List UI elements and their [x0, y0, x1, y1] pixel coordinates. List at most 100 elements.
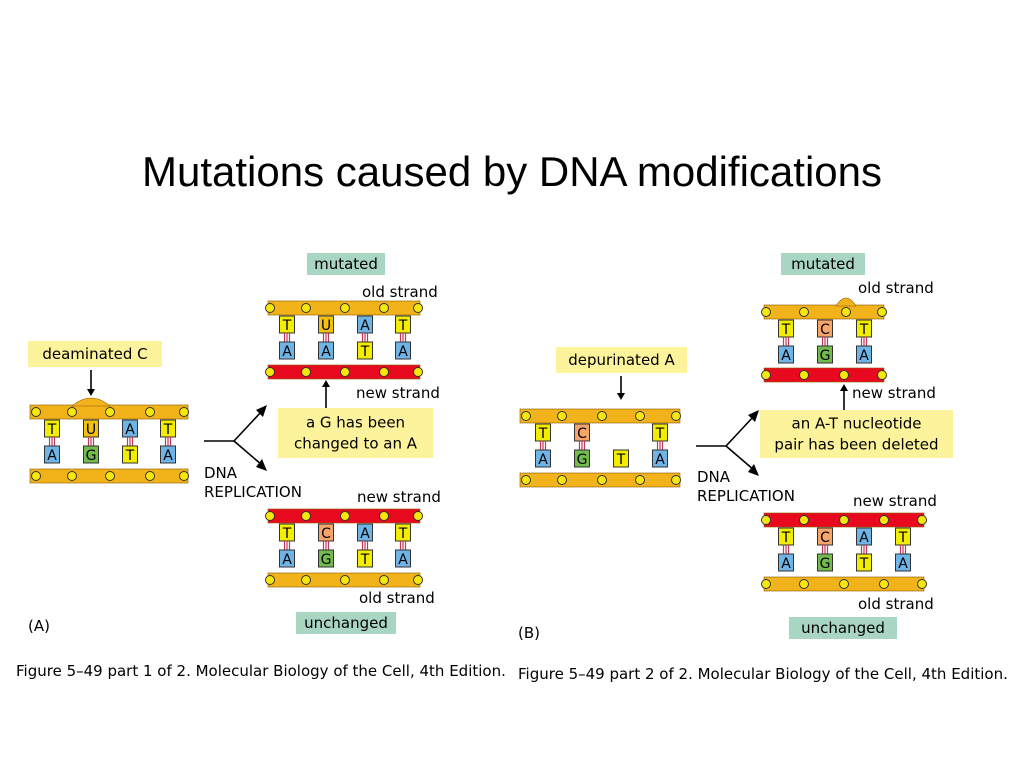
- panel-b-mutated-tag-text: mutated: [791, 255, 855, 273]
- panel-a-mutated-pair-top-letter: U: [321, 318, 331, 334]
- panel-a-unchanged-pair-bottom-base: [279, 549, 295, 568]
- panel-b-original-pair-bottom-letter: T: [616, 452, 626, 468]
- phosphate-node: [521, 411, 531, 421]
- panel-b-original-pair-bottom-letter: G: [577, 452, 588, 468]
- phosphate-node: [877, 370, 887, 380]
- panel-b-original-pair-bottom-base: [613, 449, 629, 468]
- phosphate-node: [839, 370, 849, 380]
- phosphate-node: [67, 407, 77, 417]
- phosphate-node: [839, 515, 849, 525]
- panel-a-original-pair-bottom-letter: A: [163, 448, 173, 464]
- panel-b-original-pair-bottom-base: [574, 449, 590, 468]
- panel-a-original-pair-bottom-base: [44, 445, 60, 464]
- phosphate-node: [879, 515, 889, 525]
- phosphate-node: [841, 307, 851, 317]
- phosphate-node: [265, 575, 275, 585]
- panel-b-unchanged-tag-text: unchanged: [801, 619, 885, 637]
- panel-b-unchanged-pair-bottom-letter: T: [859, 556, 869, 572]
- panel-a-mutated-pair-top-letter: T: [398, 318, 408, 334]
- panel-a-unchanged-pair-bottom-base: [357, 549, 373, 568]
- panel-b-fork-lower: [725, 445, 755, 471]
- panel-a-mutated-pair-bottom-letter: A: [321, 344, 331, 360]
- panel-a-unchanged-pair-top-letter: T: [398, 526, 408, 542]
- panel-a-unchanged-tag-box: [296, 612, 396, 634]
- panel-b-letter: (B): [518, 624, 540, 642]
- phosphate-node: [379, 511, 389, 521]
- panel-b-mutated-pair-bottom-base: [856, 345, 872, 364]
- panel-b-unchanged-pair-bottom-letter: G: [820, 556, 831, 572]
- panel-b-original-pair-bottom-base: [535, 449, 551, 468]
- panel-b-unchanged-pair-bottom-base: [817, 553, 833, 572]
- panel-b-mutated-tag-box: [781, 253, 865, 275]
- panel-a-original-pair-top-letter: U: [86, 422, 96, 438]
- panel-a-unchanged-pair-bottom-base: [395, 549, 411, 568]
- panel-a-new-strand-label: new strand: [356, 384, 440, 402]
- phosphate-node: [179, 471, 189, 481]
- panel-a-replication-label: REPLICATION: [204, 483, 302, 501]
- callout-deaminated-c-text: deaminated C: [42, 345, 147, 363]
- phosphate-node: [799, 515, 809, 525]
- panel-b-mutated-pair-bottom-letter: A: [781, 348, 791, 364]
- panel-a-mutated-pair-bottom-letter: A: [398, 344, 408, 360]
- panel-a-original-top-strand-bulge: [71, 397, 111, 407]
- panel-b-original-pair-bottom-base: [652, 449, 668, 468]
- panel-b-mutated-pair-top-letter: C: [820, 322, 830, 338]
- panel-a-old-strand-label: old strand: [362, 283, 438, 301]
- phosphate-node: [879, 579, 889, 589]
- phosphate-node: [413, 303, 423, 313]
- phosphate-node: [413, 367, 423, 377]
- panel-a-dna-label: DNA: [204, 464, 238, 482]
- panel-a-unchanged-pair-bottom-letter: A: [282, 552, 292, 568]
- panel-b-note-arrow-head: [840, 384, 848, 391]
- panel-b-unchanged-pair-bottom-letter: A: [898, 556, 908, 572]
- panel-a-fork-lower: [233, 440, 263, 466]
- callout-depurinated-a-box: [556, 347, 687, 373]
- callout-b-arrow-head: [617, 393, 625, 400]
- phosphate-node: [340, 303, 350, 313]
- panel-a-mutated-pair-bottom-letter: T: [360, 344, 370, 360]
- phosphate-node: [799, 370, 809, 380]
- phosphate-node: [597, 475, 607, 485]
- panel-b-mutated-pair-bottom-base: [778, 345, 794, 364]
- phosphate-node: [671, 475, 681, 485]
- phosphate-node: [67, 471, 77, 481]
- callout-a-arrow-head: [87, 389, 95, 396]
- callout-deaminated-c-box: [28, 341, 162, 367]
- phosphate-node: [301, 575, 311, 585]
- panel-b-dna-label: DNA: [697, 468, 731, 486]
- panel-a-original-pair-bottom-base: [83, 445, 99, 464]
- panel-b-unchanged-pair-bottom-base: [856, 553, 872, 572]
- phosphate-node: [265, 303, 275, 313]
- phosphate-node: [839, 579, 849, 589]
- panel-a-original-pair-top-letter: T: [47, 422, 57, 438]
- panel-a-unchanged-pair-top-letter: A: [360, 526, 370, 542]
- phosphate-node: [917, 579, 927, 589]
- phosphate-node: [379, 367, 389, 377]
- panel-a-note-text: changed to an A: [294, 435, 418, 453]
- panel-b-note-text: an A-T nucleotide: [792, 415, 922, 433]
- phosphate-node: [671, 411, 681, 421]
- panel-b-unchanged-pair-bottom-base: [895, 553, 911, 572]
- phosphate-node: [31, 471, 41, 481]
- phosphate-node: [379, 303, 389, 313]
- panel-a-fork-upper: [233, 410, 263, 442]
- panel-b-mutated-pair-top-letter: T: [781, 322, 791, 338]
- panel-a-unchanged-pair-bottom-letter: G: [321, 552, 332, 568]
- panel-a-original-pair-bottom-base: [160, 445, 176, 464]
- panel-b-note-box: [760, 410, 953, 458]
- panel-b-new-strand-label: new strand: [852, 384, 936, 402]
- panel-b-fork-upper: [725, 415, 755, 447]
- panel-a-unchanged-pair-top-letter: C: [321, 526, 331, 542]
- panel-a-original-pair-bottom-base: [122, 445, 138, 464]
- panel-a-fork-upper-head: [256, 405, 267, 417]
- phosphate-node: [761, 307, 771, 317]
- panel-b-unchanged-tag-box: [789, 617, 897, 639]
- panel-a-letter: (A): [28, 617, 50, 635]
- panel-a-note-text: a G has been: [306, 414, 405, 432]
- panel-a-unchanged-pair-top-letter: T: [282, 526, 292, 542]
- panel-b-mutated-pair-bottom-letter: G: [820, 348, 831, 364]
- panel-b-unchanged-pair-bottom-base: [778, 553, 794, 572]
- panel-b-unchanged-pair-bottom-letter: A: [781, 556, 791, 572]
- panel-b-unchanged-pair-top-letter: C: [820, 530, 830, 546]
